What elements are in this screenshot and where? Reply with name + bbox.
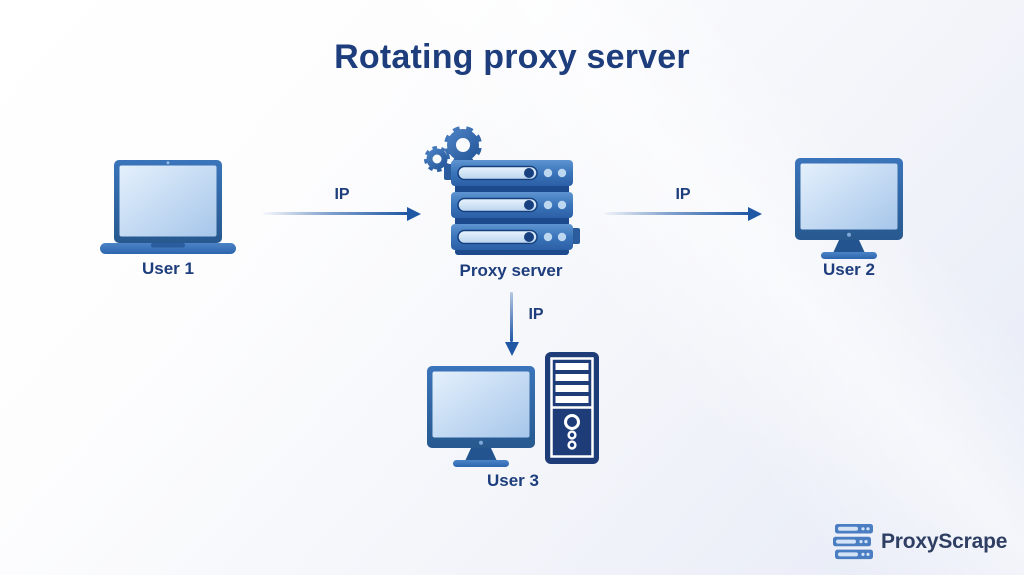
- arrow-head-proxy-to-user3: [504, 342, 519, 356]
- desktop-monitor-icon: [427, 366, 535, 467]
- node-user1-label: User 1: [142, 259, 194, 278]
- arrow-head-user1-to-proxy: [407, 206, 421, 221]
- proxyscrape-logo: ProxyScrape: [833, 524, 1007, 560]
- node-user2-label: User 2: [823, 260, 875, 279]
- edge-label-proxy-to-user3: IP: [528, 306, 544, 323]
- proxyscrape-server-logo-icon: [833, 524, 873, 560]
- server-unit-1: [451, 160, 573, 186]
- gear-large: [444, 126, 482, 164]
- monitor-icon: [795, 158, 903, 259]
- arrow-proxy-to-user2: [604, 212, 750, 215]
- laptop-icon: [100, 160, 236, 254]
- proxyscrape-logo-text: ProxyScrape: [881, 530, 1008, 553]
- node-proxy-server-label: Proxy server: [459, 261, 563, 280]
- arrow-proxy-to-user3: [510, 292, 513, 342]
- diagram-title: Rotating proxy server: [334, 38, 690, 76]
- server-unit-2: [451, 192, 573, 218]
- edge-label-proxy-to-user2: IP: [675, 186, 691, 203]
- arrow-user1-to-proxy: [263, 212, 409, 215]
- server-unit-3: [451, 224, 573, 250]
- arrow-head-proxy-to-user2: [748, 206, 762, 221]
- node-user3-label: User 3: [487, 471, 539, 490]
- server-stack-with-gears-icon: [424, 126, 580, 255]
- edge-label-user1-to-proxy: IP: [334, 186, 350, 203]
- desktop-tower-icon: [545, 352, 599, 464]
